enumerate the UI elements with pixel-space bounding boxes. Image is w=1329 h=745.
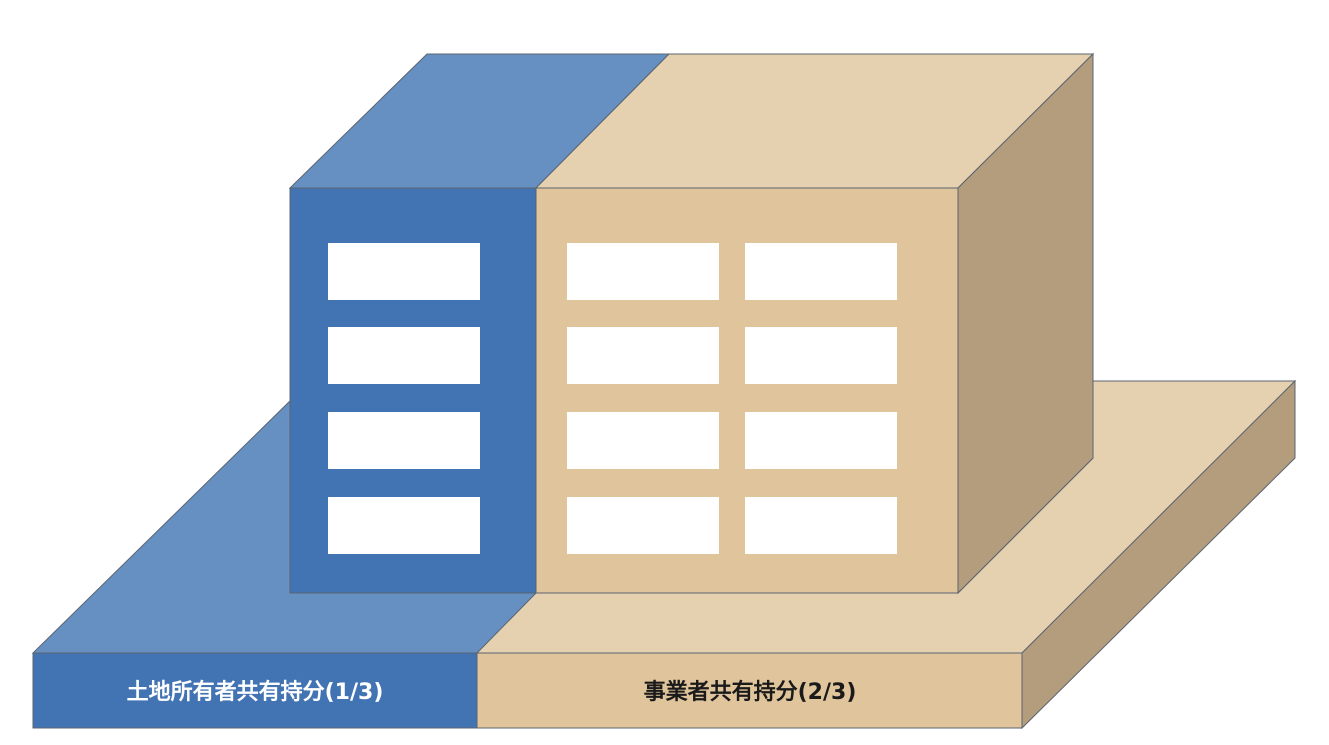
land-owner-share-front xyxy=(32,652,478,729)
window xyxy=(567,412,719,469)
window xyxy=(567,327,719,384)
business-owner-share-label: 事業者共有持分(2/3) xyxy=(644,679,857,705)
business-owner-share-front xyxy=(476,652,1023,729)
window xyxy=(745,497,897,554)
window xyxy=(745,243,897,300)
window xyxy=(328,412,480,469)
land-owner-share-label: 土地所有者共有持分(1/3) xyxy=(127,679,384,705)
window xyxy=(328,243,480,300)
window xyxy=(328,497,480,554)
building xyxy=(288,52,1095,595)
window xyxy=(745,412,897,469)
window xyxy=(567,497,719,554)
window xyxy=(745,327,897,384)
window xyxy=(567,243,719,300)
window xyxy=(328,327,480,384)
